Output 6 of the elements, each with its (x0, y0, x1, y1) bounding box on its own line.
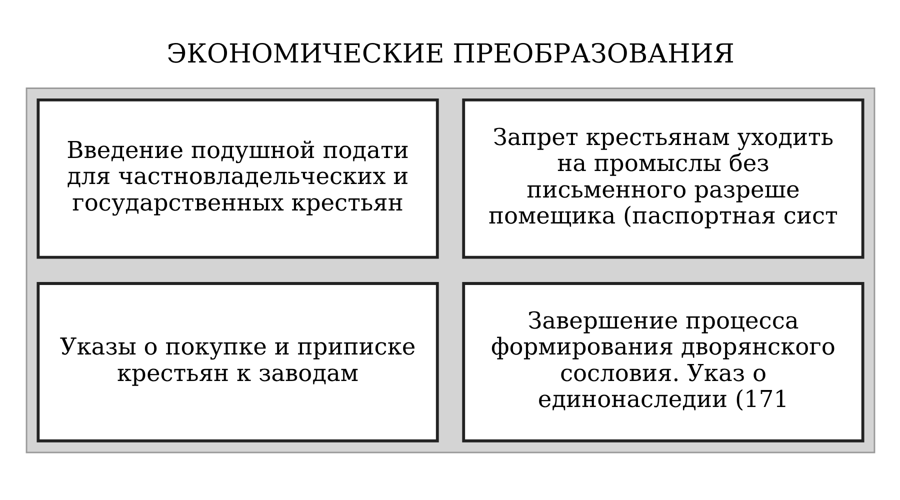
node-box: Введение подушной подати для частновладельческих и государственных крестьян (36, 98, 438, 259)
node-box: Запрет крестьянам уходить на промыслы без письменного разреше помещика (паспортная сист (462, 98, 864, 259)
diagram-title: ЭКОНОМИЧЕСКИЕ ПРЕОБРАЗОВАНИЯ (166, 40, 734, 70)
node-box: Указы о покупке и приписке крестьян к заводам (36, 282, 438, 442)
node-box: Завершение процесса формирования дворянского сословия. Указ о единонаследии (171 (462, 282, 864, 442)
cluster (25, 88, 875, 454)
